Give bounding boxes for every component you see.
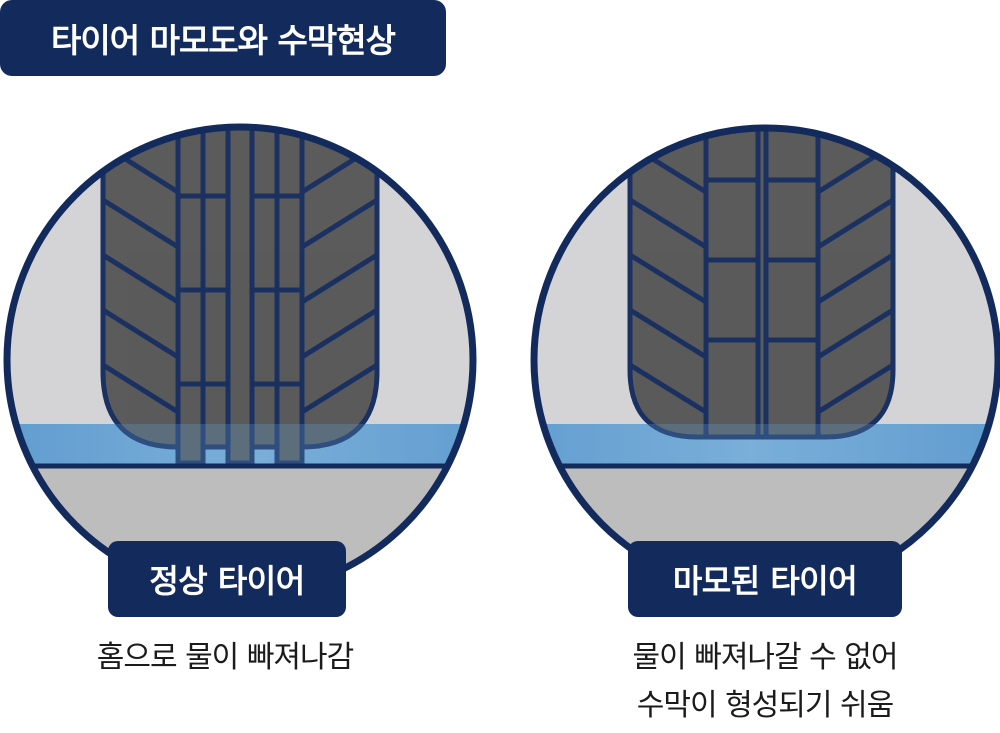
worn-tire-illustration <box>530 124 1000 596</box>
normal-tire-caption: 홈으로 물이 빠져나감 <box>0 634 475 682</box>
normal-tire-panel: 정상 타이어 홈으로 물이 빠져나감 <box>0 123 477 682</box>
normal-tire-illustration <box>3 123 477 597</box>
normal-tire-label: 정상 타이어 <box>149 562 305 600</box>
caption-line: 홈으로 물이 빠져나감 <box>96 640 354 675</box>
normal-tire-label-badge: 정상 타이어 <box>108 541 346 617</box>
worn-tire-label: 마모된 타이어 <box>672 562 858 600</box>
tire <box>100 127 380 466</box>
caption-line: 물이 빠져나갈 수 없어 <box>632 640 898 675</box>
worn-tire-label-badge: 마모된 타이어 <box>628 541 902 617</box>
worn-tire-caption: 물이 빠져나갈 수 없어 수막이 형성되기 쉬움 <box>515 634 1000 730</box>
worn-tire-panel: 마모된 타이어 물이 빠져나갈 수 없어 수막이 형성되기 쉬움 <box>500 0 1000 733</box>
title-badge: 타이어 마모도와 수막현상 <box>0 0 446 76</box>
caption-line: 수막이 형성되기 쉬움 <box>636 688 894 723</box>
page-title: 타이어 마모도와 수막현상 <box>51 21 396 60</box>
tire <box>627 128 896 440</box>
